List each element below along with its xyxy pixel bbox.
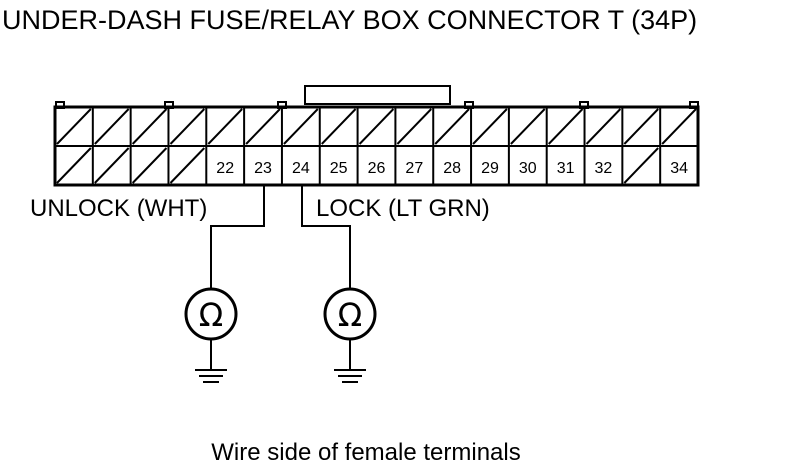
ground-symbol-unlock <box>195 339 227 383</box>
connector-cavity-grid <box>55 107 698 185</box>
pin-label-26: 26 <box>368 160 386 177</box>
hatched-cavity <box>396 108 432 145</box>
hatched-cavity <box>661 108 697 145</box>
unlock-wire-label: UNLOCK (WHT) <box>30 195 207 222</box>
ohmmeter-unlock: Ω <box>184 287 238 341</box>
ohm-symbol: Ω <box>199 296 223 334</box>
pin-label-24: 24 <box>292 160 310 177</box>
pin-label-32: 32 <box>595 160 613 177</box>
hatched-cavity <box>585 108 622 145</box>
pin-label-27: 27 <box>405 160 423 177</box>
ohm-symbol: Ω <box>338 296 362 334</box>
hatched-cavity <box>547 108 584 145</box>
hatched-cavity <box>94 108 130 145</box>
hatched-cavity <box>56 147 92 184</box>
ground-symbol-lock <box>334 339 366 383</box>
lock-wire-label: LOCK (LT GRN) <box>316 195 490 222</box>
hatched-cavity <box>472 108 508 145</box>
pin-label-22: 22 <box>216 160 234 177</box>
hatched-cavity <box>169 147 206 184</box>
hatched-cavity <box>245 108 281 145</box>
hatched-cavity <box>358 108 395 145</box>
hatched-cavity <box>207 108 243 145</box>
pin-label-29: 29 <box>481 160 499 177</box>
hatched-cavity <box>623 147 659 184</box>
pin-label-23: 23 <box>254 160 272 177</box>
hatched-cavity <box>623 108 659 145</box>
pin-label-34: 34 <box>670 160 688 177</box>
hatched-cavity <box>131 147 168 184</box>
diagram-title: UNDER-DASH FUSE/RELAY BOX CONNECTOR T (3… <box>2 5 697 35</box>
pin-label-25: 25 <box>330 160 348 177</box>
pin-label-30: 30 <box>519 160 537 177</box>
diagram-caption: Wire side of female terminals <box>211 439 520 466</box>
hatched-cavity <box>131 108 168 145</box>
unlock-test-lead <box>210 185 265 290</box>
lock-test-lead <box>301 185 351 290</box>
pin-label-28: 28 <box>443 160 461 177</box>
hatched-cavity <box>434 108 470 145</box>
hatched-cavity <box>56 108 92 145</box>
hatched-cavity <box>510 108 546 145</box>
connector-pin-labels: 22 23 24 25 26 27 28 29 30 31 32 34 <box>216 160 688 177</box>
hatched-cavity <box>94 147 130 184</box>
hatched-cavity <box>283 108 319 145</box>
connector-lock-tab <box>304 85 451 105</box>
ohmmeter-lock: Ω <box>323 287 377 341</box>
hatched-cavity <box>321 108 357 145</box>
hatched-cavity <box>169 108 206 145</box>
pin-label-31: 31 <box>557 160 575 177</box>
